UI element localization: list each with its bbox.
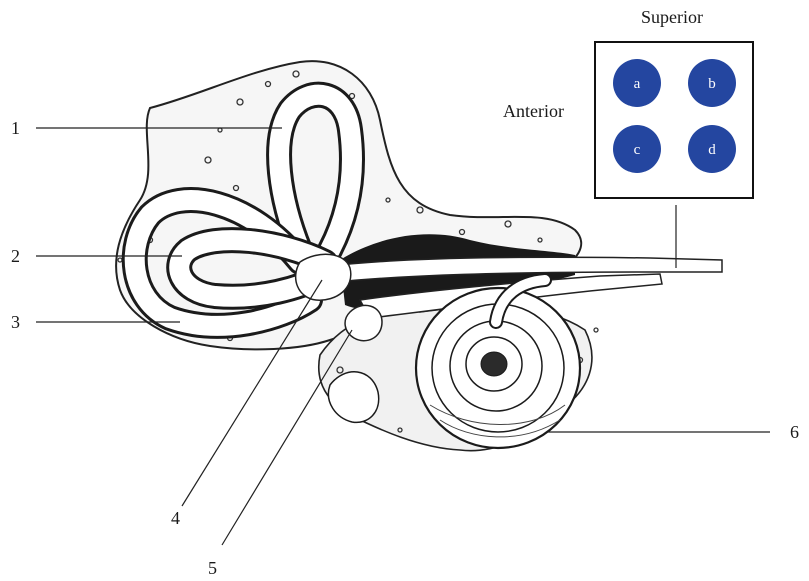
callout-6: 6	[790, 422, 799, 442]
circle-c-label: c	[634, 142, 641, 158]
callout-3: 3	[11, 312, 20, 332]
orientation-circle-d: d	[688, 125, 736, 173]
circle-b-label: b	[708, 76, 716, 92]
superior-label: Superior	[641, 7, 703, 27]
anterior-label: Anterior	[503, 101, 564, 121]
round-window-area	[328, 372, 378, 423]
circle-a-label: a	[634, 76, 641, 92]
circle-d-label: d	[708, 142, 716, 158]
orientation-box	[595, 42, 753, 198]
callout-5: 5	[208, 558, 217, 578]
callout-1: 1	[11, 118, 20, 138]
orientation-circle-b: b	[688, 59, 736, 107]
leader-line-5	[222, 330, 352, 545]
callout-4: 4	[171, 508, 180, 528]
saccule	[345, 305, 382, 340]
orientation-circle-a: a	[613, 59, 661, 107]
callout-2: 2	[11, 246, 20, 266]
orientation-circle-c: c	[613, 125, 661, 173]
